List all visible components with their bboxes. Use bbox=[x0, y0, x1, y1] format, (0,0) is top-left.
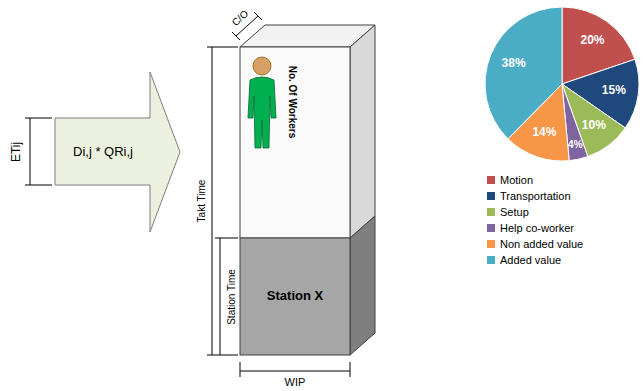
box-side-lower bbox=[350, 216, 375, 355]
pie-percent: 4% bbox=[568, 139, 582, 150]
legend-text: Motion bbox=[500, 174, 533, 186]
station-box: Station X bbox=[240, 238, 350, 355]
legend-item: Added value bbox=[487, 252, 561, 268]
pie-percent: 10% bbox=[582, 119, 606, 132]
legend-item: Motion bbox=[487, 172, 533, 188]
dimension-line bbox=[25, 118, 52, 185]
pie-percent: 20% bbox=[580, 35, 604, 48]
pie-percent: 15% bbox=[602, 85, 626, 98]
node-label: Station X bbox=[267, 289, 323, 303]
legend-swatch bbox=[487, 208, 495, 216]
pie-slice bbox=[485, 7, 562, 139]
dimension-label: Takt Time bbox=[196, 180, 207, 223]
box-front-upper bbox=[240, 47, 350, 238]
legend-item: Help co-worker bbox=[487, 220, 574, 236]
dimension-label: C/O bbox=[230, 8, 251, 28]
dimension-line bbox=[207, 12, 350, 377]
legend-swatch bbox=[487, 176, 495, 184]
worker-area: No. Of Workers bbox=[240, 47, 350, 238]
legend-swatch bbox=[487, 256, 495, 264]
dimension-label: ETij bbox=[10, 142, 23, 162]
box-front-lower bbox=[240, 238, 350, 355]
node-label: No. Of Workers bbox=[287, 66, 298, 139]
pie-percent: 14% bbox=[532, 127, 556, 140]
worker-icon bbox=[248, 57, 276, 148]
legend-text: Non added value bbox=[500, 238, 583, 250]
arrow-box: Di,j * QRi,j bbox=[55, 72, 180, 232]
legend-text: Help co-worker bbox=[500, 222, 574, 234]
flow-arrow bbox=[55, 72, 180, 232]
legend-text: Transportation bbox=[500, 190, 571, 202]
legend-swatch bbox=[487, 224, 495, 232]
pie-percent: 38% bbox=[502, 58, 526, 71]
legend-item: Non added value bbox=[487, 236, 583, 252]
box-side bbox=[350, 25, 375, 238]
legend-swatch bbox=[487, 240, 495, 248]
dimension-label: WIP bbox=[285, 376, 306, 388]
legend-text: Added value bbox=[500, 254, 561, 266]
legend-swatch bbox=[487, 192, 495, 200]
legend-item: Transportation bbox=[487, 188, 571, 204]
legend-item: Setup bbox=[487, 204, 529, 220]
dimension-label: Station Time bbox=[226, 269, 237, 325]
node-label: Di,j * QRi,j bbox=[73, 145, 133, 159]
legend-text: Setup bbox=[500, 206, 529, 218]
